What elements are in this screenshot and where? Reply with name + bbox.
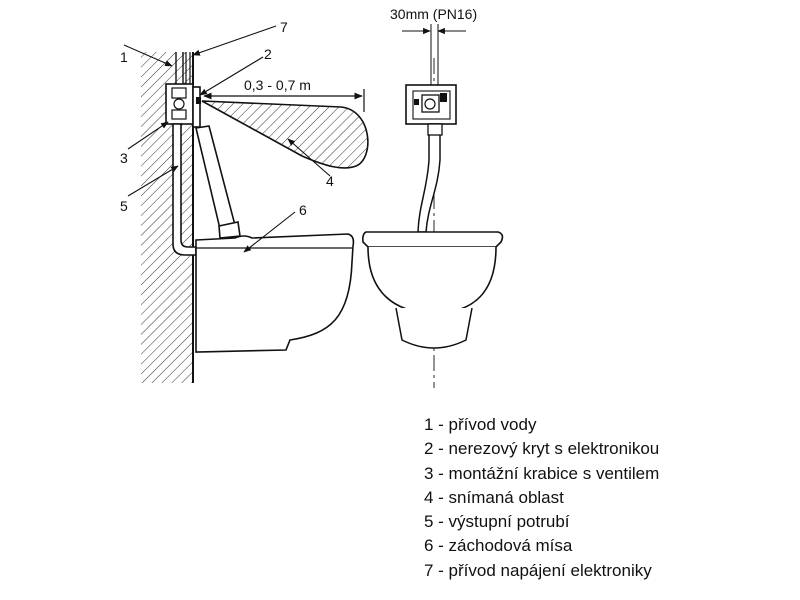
diagram-labels: 1 2 3 4 5 6 7 0,3 - 0,7 m 30mm (PN16) <box>120 6 477 218</box>
legend-item-3: 3 - montážní krabice s ventilem <box>424 463 660 483</box>
label-5: 5 <box>120 198 128 214</box>
label-4: 4 <box>326 173 334 189</box>
side-view <box>123 25 369 383</box>
sensing-area <box>201 100 369 169</box>
legend-item-1: 1 - přívod vody <box>424 415 537 434</box>
legend-item-4: 4 - snímaná oblast <box>424 487 564 507</box>
pipe-spec-dimension <box>402 24 466 88</box>
distance-dimension <box>203 89 365 112</box>
water-supply-pipe <box>175 52 184 85</box>
label-6: 6 <box>299 202 307 218</box>
flush-pipe <box>195 125 237 234</box>
toilet-bowl-side <box>195 233 355 353</box>
label-3: 3 <box>120 150 128 166</box>
front-view <box>362 24 504 388</box>
legend-item-7: 7 - přívod napájení elektroniky <box>424 560 652 580</box>
front-outlet-pipe <box>417 123 441 233</box>
legend-item-2: 2 - nerezový kryt s elektronikou <box>424 439 660 459</box>
stainless-cover-with-electronics <box>192 86 201 128</box>
legend-list: 1 - přívod vody 2 - nerezový kryt s elek… <box>424 413 659 583</box>
mounting-box-with-valve <box>165 83 194 125</box>
label-7: 7 <box>280 19 288 35</box>
label-2: 2 <box>264 46 272 62</box>
distance-label: 0,3 - 0,7 m <box>244 77 311 93</box>
leader-lines <box>123 25 331 253</box>
toilet-bowl-front <box>362 231 504 349</box>
legend-item-6: 6 - záchodová mísa <box>424 536 573 556</box>
mounting-box-front <box>405 84 457 125</box>
label-1: 1 <box>120 49 128 65</box>
pipe-spec-label: 30mm (PN16) <box>390 6 477 22</box>
legend-item-5: 5 - výstupní potrubí <box>424 512 570 532</box>
